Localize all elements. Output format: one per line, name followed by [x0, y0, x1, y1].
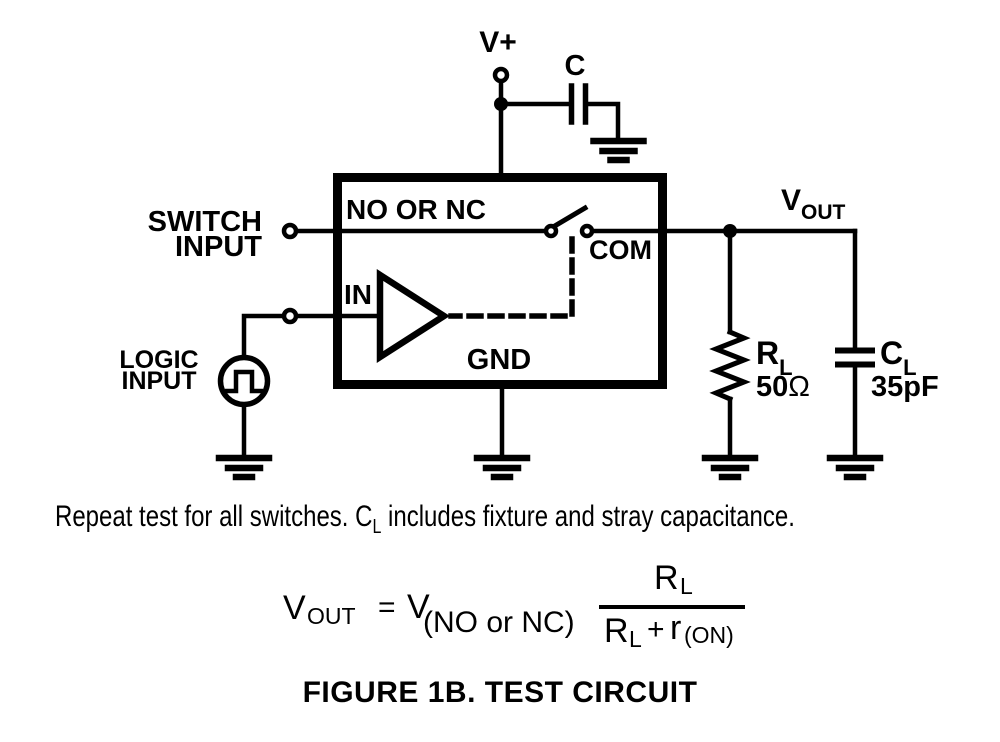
- figure-caption: FIGURE 1B. TEST CIRCUIT: [302, 676, 698, 709]
- logic-input-label: LOGIC INPUT: [109, 348, 209, 395]
- cl-sub: L: [903, 355, 917, 380]
- wire-logic-source: [241, 313, 287, 360]
- rl-sub: L: [779, 355, 793, 380]
- terminal-logic-input: [281, 307, 299, 325]
- switch-input-label: SWITCH INPUT: [100, 208, 262, 263]
- fraction-bar: [599, 605, 745, 609]
- ic-body: [333, 173, 667, 389]
- rl-value-number: 50: [756, 371, 789, 403]
- eq-lhs-sub: OUT: [307, 603, 356, 629]
- eq-rhs-base: V: [407, 588, 430, 626]
- ground-symbol-top: [590, 137, 647, 164]
- dashed-control-line: [448, 236, 575, 319]
- switch-contact-right: [579, 223, 595, 239]
- ground-symbol-cl: [826, 454, 884, 481]
- switch-input-line2: INPUT: [175, 231, 262, 263]
- cl-label: CL: [880, 335, 917, 379]
- note-part1: Repeat test for all switches. C: [55, 500, 373, 533]
- eq-den-plus: +: [647, 613, 665, 646]
- supply-label: V+: [479, 26, 517, 59]
- eq-den-r: r: [670, 609, 682, 647]
- ground-symbol-logic: [215, 454, 273, 481]
- bypass-cap-label: C: [564, 50, 586, 82]
- note-part2: includes fixture and stray capacitance.: [381, 500, 795, 533]
- eq-lhs-base: V: [283, 589, 306, 627]
- cl-base: C: [880, 335, 904, 371]
- eq-num-base: R: [654, 559, 679, 597]
- logic-input-line2: INPUT: [121, 367, 197, 395]
- vout-label: VOUT: [781, 184, 845, 224]
- rl-label: RL: [756, 335, 793, 379]
- junction-dot-output: [723, 224, 737, 238]
- eq-equals: =: [378, 591, 396, 624]
- eq-rhs-sub: (NO or NC): [423, 606, 575, 639]
- eq-den-sub: L: [629, 626, 642, 652]
- pin-label-gnd: GND: [466, 344, 532, 376]
- logic-input-line1: LOGIC: [119, 346, 199, 374]
- switch-input-line1: SWITCH: [147, 206, 262, 238]
- eq-den-r-sub: (ON): [684, 622, 734, 648]
- capacitor-cl: [835, 347, 875, 368]
- ohm-symbol: Ω: [788, 371, 810, 403]
- terminal-switch-input: [281, 222, 299, 240]
- pin-label-in: IN: [344, 279, 372, 310]
- switch-lever: [549, 204, 589, 231]
- eq-den-base: R: [604, 612, 629, 650]
- ground-symbol-rl: [701, 454, 759, 481]
- vout-sub: OUT: [801, 201, 846, 224]
- ground-symbol-gnd-pin: [473, 454, 531, 481]
- buffer-triangle: [376, 269, 451, 363]
- junction-dot-supply: [494, 97, 508, 111]
- capacitor-c: [568, 83, 589, 125]
- pin-label-no-or-nc: NO OR NC: [346, 194, 486, 225]
- vout-base: V: [781, 184, 802, 217]
- resistor-rl: [709, 328, 751, 403]
- switch-contact-left: [543, 223, 559, 239]
- rl-base: R: [756, 335, 780, 371]
- vout-equation: V OUT = V (NO or NC) R L R L + r (ON): [281, 556, 761, 661]
- note-text: Repeat test for all switches. CL include…: [55, 500, 795, 538]
- pulse-waveform-icon: [224, 369, 264, 394]
- pulse-source: [217, 354, 271, 408]
- rl-value: 50Ω: [756, 373, 810, 402]
- eq-num-sub: L: [680, 573, 693, 599]
- wire-cap-to-ground: [583, 101, 621, 141]
- terminal-vplus: [492, 66, 510, 84]
- pin-label-com: COM: [589, 235, 652, 265]
- note-cl-subscript: L: [372, 516, 382, 538]
- cl-value: 35pF: [871, 371, 939, 403]
